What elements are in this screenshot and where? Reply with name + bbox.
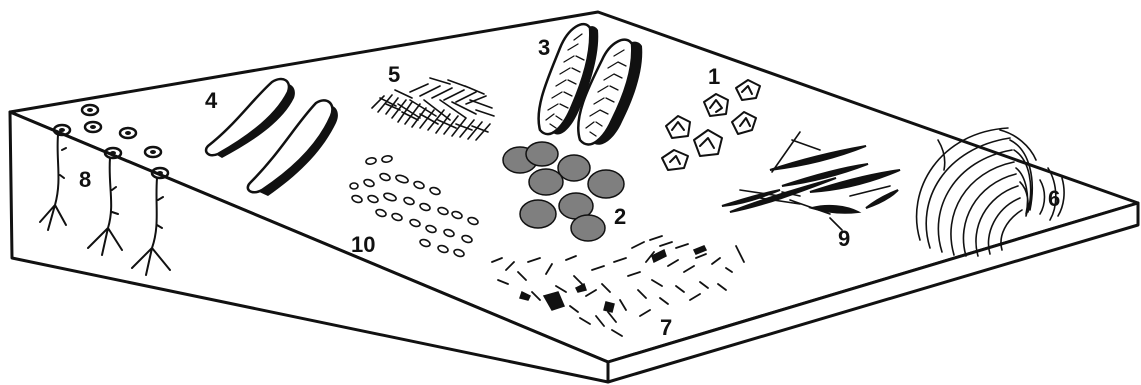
clast — [703, 93, 729, 117]
sphere — [519, 199, 557, 229]
label-8: 8 — [79, 167, 91, 192]
burrow-ring — [150, 166, 170, 180]
structure-10-ovals: 10 — [349, 155, 479, 258]
structure-8-burrows: 8 — [39, 103, 171, 276]
body-fill — [577, 38, 634, 146]
sphere — [570, 214, 606, 242]
burrow-trace — [39, 134, 67, 231]
label-2: 2 — [614, 204, 626, 229]
burrow-trace — [87, 157, 123, 256]
clast — [731, 111, 757, 135]
body-texture — [545, 33, 585, 129]
lens-body — [204, 77, 291, 157]
clast — [661, 149, 689, 171]
label-9: 9 — [838, 226, 850, 251]
label-1: 1 — [708, 64, 720, 89]
right-face — [606, 201, 1140, 384]
hatch-strokes — [371, 77, 495, 141]
body-fill — [537, 22, 592, 136]
structure-6-concentric-arcs: 6 — [915, 127, 1065, 257]
structure-1-clasts: 1 — [661, 64, 761, 171]
elongate-lens — [809, 169, 901, 193]
sphere — [557, 154, 591, 182]
label-10: 10 — [351, 232, 375, 257]
burrow-ring — [103, 146, 123, 160]
structure-3-textured-bodies: 3 — [537, 22, 643, 146]
structure-5-hatching: 5 — [371, 62, 495, 141]
elongate-lens — [729, 177, 837, 213]
structure-7-fragments: 7 — [491, 235, 745, 340]
elongate-lens — [769, 145, 867, 171]
burrow-ring — [143, 145, 163, 159]
burrow-ring — [118, 126, 138, 140]
label-6: 6 — [1048, 186, 1060, 211]
arc-lines — [915, 127, 1065, 257]
label-5: 5 — [388, 62, 400, 87]
fragment-strokes — [491, 235, 745, 337]
elongate-lens — [865, 189, 899, 209]
burrow-ring — [83, 120, 103, 134]
clast — [693, 129, 723, 157]
sphere — [587, 169, 625, 199]
oval-group — [349, 155, 479, 258]
burrow-ring — [80, 103, 100, 117]
structure-4-lenses: 4 — [204, 77, 338, 196]
burrow-trace — [131, 177, 171, 276]
elongate-lens — [808, 204, 862, 214]
clast — [665, 115, 691, 139]
sphere — [528, 168, 564, 196]
label-3: 3 — [538, 35, 550, 60]
label-4: 4 — [205, 88, 218, 113]
lens-body — [246, 99, 334, 194]
elongate-lens — [781, 163, 869, 187]
body-texture — [585, 49, 627, 137]
structure-2-grey-spheres: 2 — [502, 141, 626, 242]
structure-9-elongate-lenses: 9 — [721, 131, 901, 251]
clast — [735, 79, 761, 101]
label-7: 7 — [660, 315, 672, 340]
burrow-ring — [52, 123, 72, 137]
fragment-dark — [519, 245, 708, 313]
thin-streaks — [739, 131, 891, 231]
sphere — [525, 141, 559, 167]
